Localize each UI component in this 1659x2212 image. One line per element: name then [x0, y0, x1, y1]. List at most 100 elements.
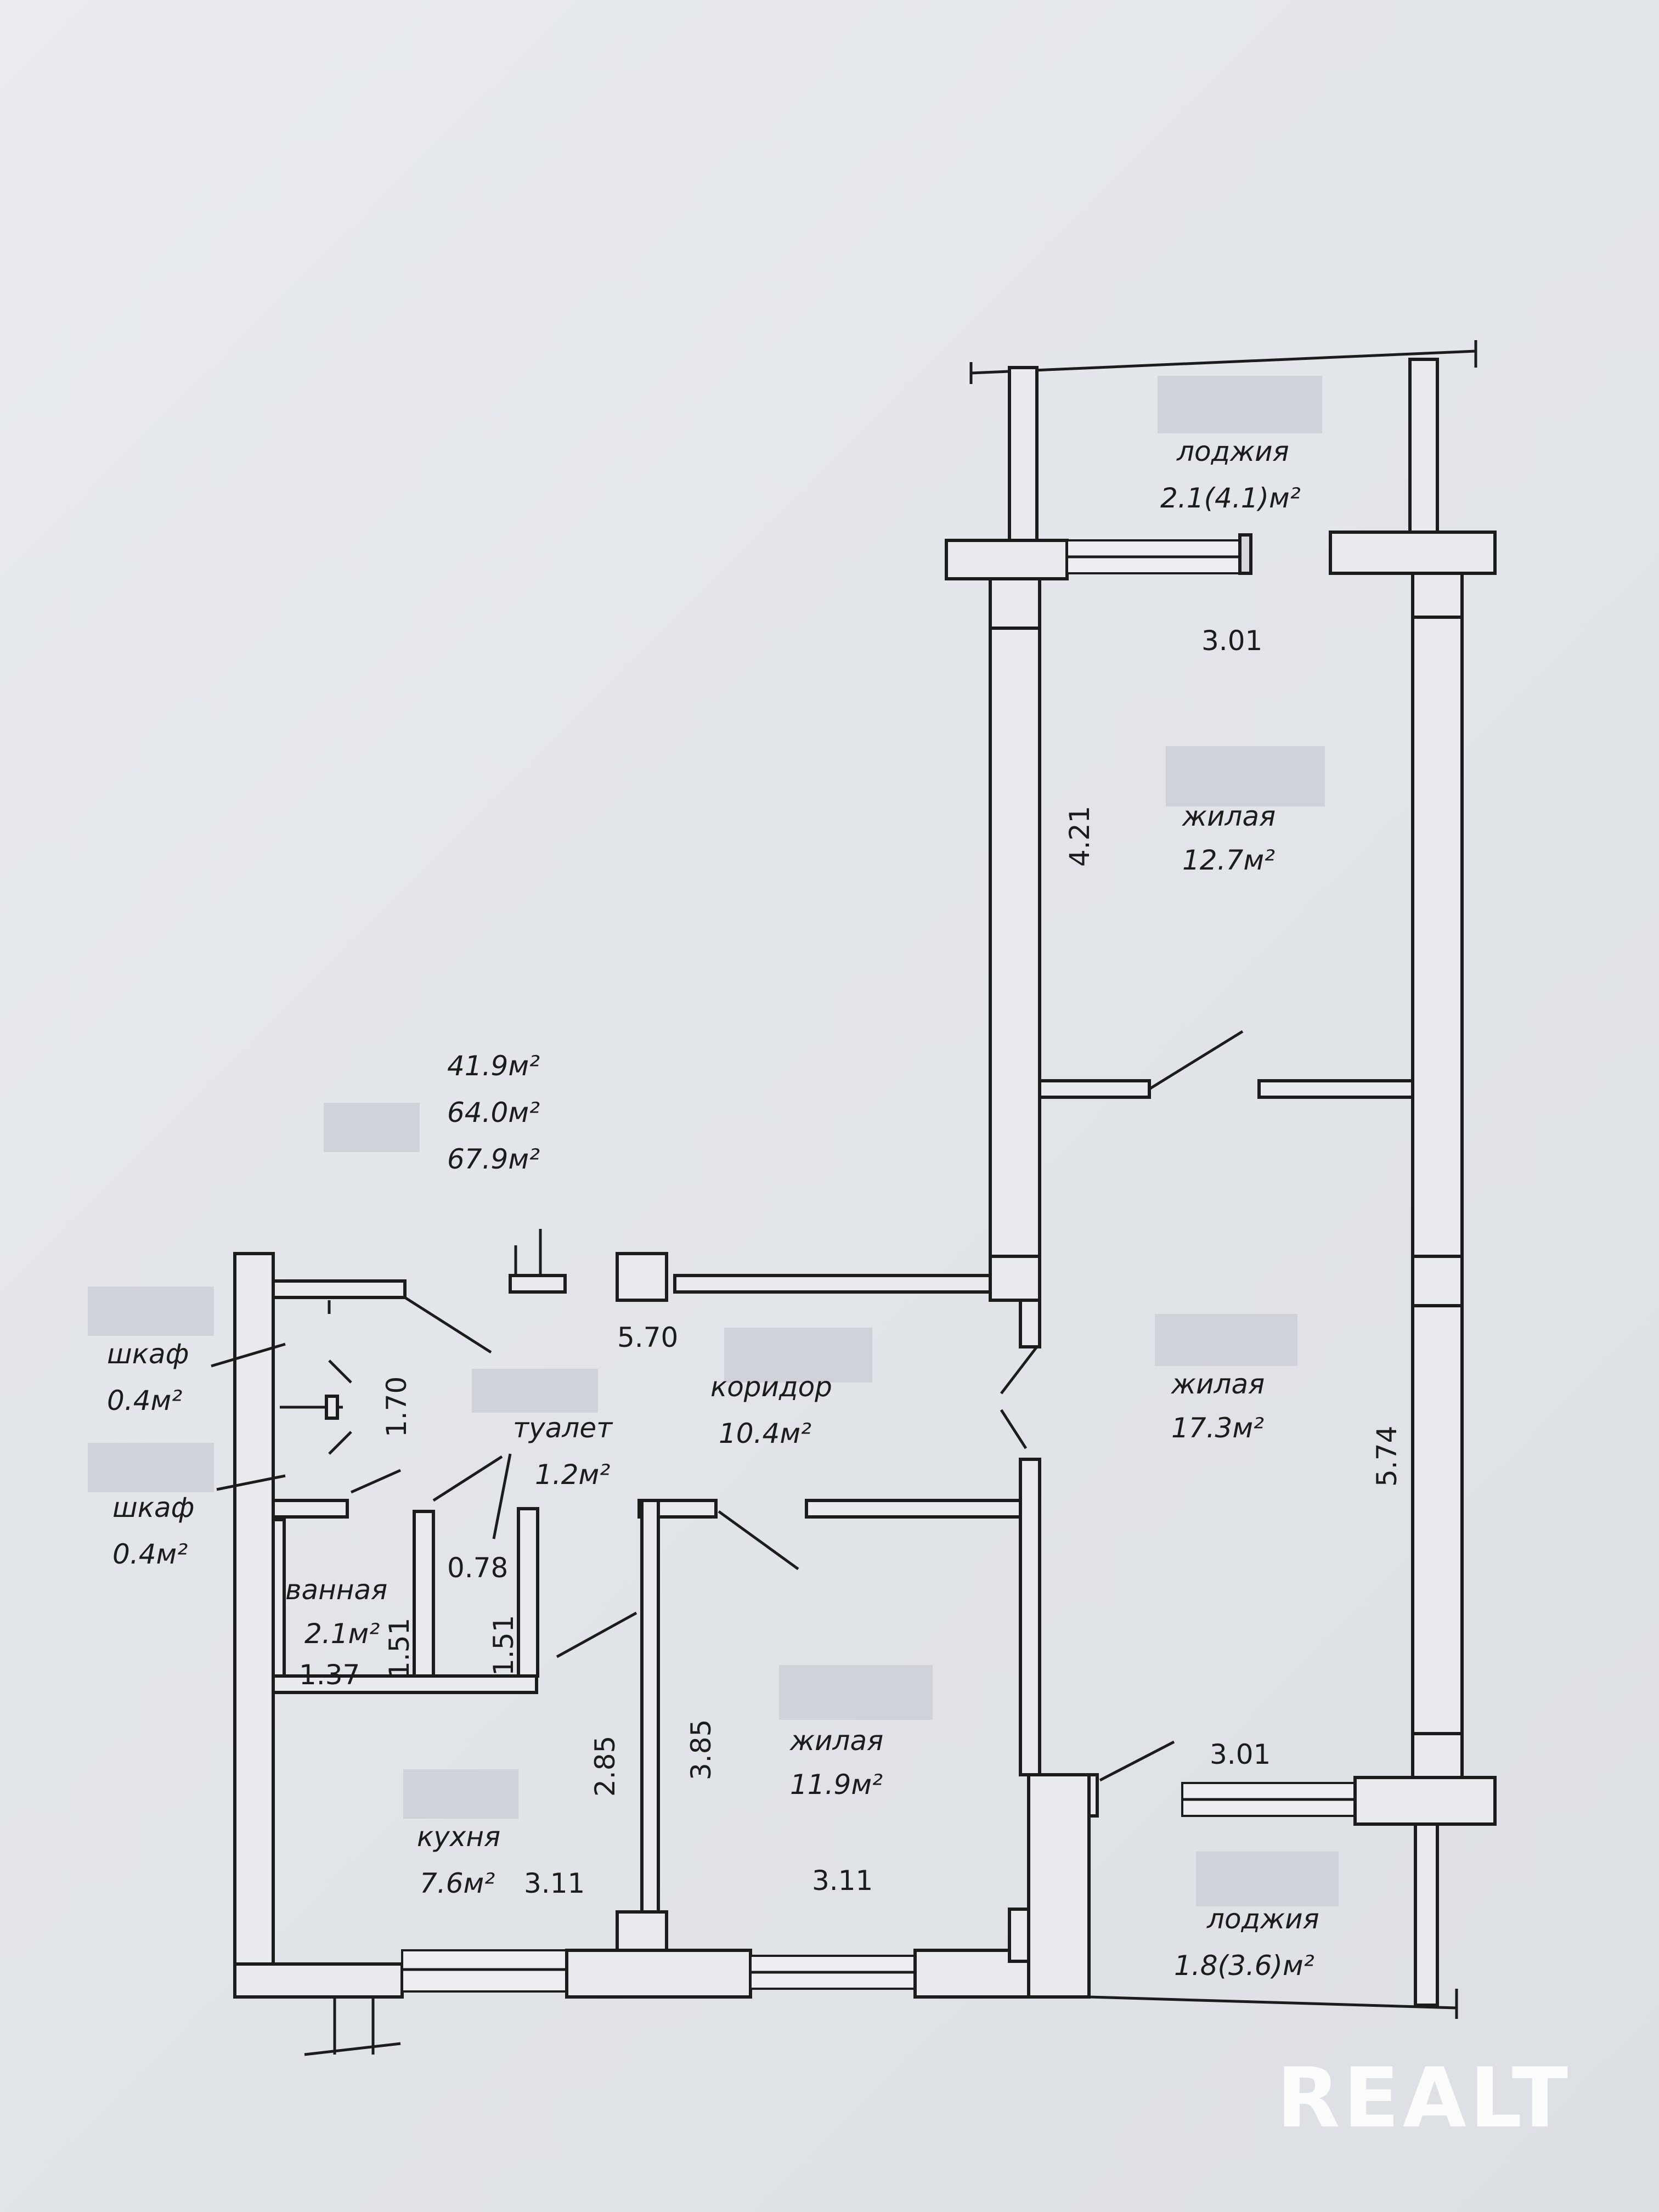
wall-block [1353, 1776, 1497, 1826]
door-swing [1148, 1030, 1244, 1091]
wall-block [1019, 1299, 1041, 1348]
living-mid-label: жилая [1171, 1368, 1265, 1400]
closet-1-label: шкаф [107, 1338, 189, 1370]
toilet-area: 1.2м² [535, 1459, 610, 1491]
door-swing [404, 1296, 492, 1354]
dim-kitchen-height: 2.85 [589, 1736, 621, 1797]
loggia-bottom-post [1414, 1822, 1439, 2007]
closet-2-area: 0.4м² [112, 1538, 188, 1570]
dim-living-top-depth: 4.21 [1064, 806, 1096, 867]
dim-closet-height: 1.70 [381, 1376, 413, 1437]
loggia-bottom-rail [1088, 1995, 1457, 2010]
closet-door [328, 1359, 352, 1384]
door-swing [432, 1455, 503, 1502]
kitchen-area: 7.6м² [420, 1867, 495, 1899]
wall-right [1411, 572, 1464, 1823]
living-bot-label: жилая [789, 1725, 883, 1757]
wall-interior-seg [989, 1255, 1041, 1302]
dim-bath-width: 1.37 [299, 1659, 360, 1691]
dim-bath-height: 1.51 [383, 1618, 415, 1679]
closet-2-label: шкаф [112, 1492, 194, 1523]
closet-door [328, 1431, 352, 1455]
loggia-top-post-left [1008, 366, 1039, 545]
wall-bottom [565, 1949, 752, 1999]
leader-line [211, 1342, 286, 1368]
redaction-box [472, 1369, 598, 1413]
redaction-box [1158, 376, 1322, 433]
redaction-box [403, 1769, 518, 1819]
wall-block [509, 1274, 567, 1294]
redaction-box [1155, 1314, 1297, 1366]
partition [1257, 1079, 1414, 1099]
wall-block [945, 539, 1069, 580]
wall-right-seg [1411, 572, 1464, 619]
realt-watermark: REALT [1276, 2051, 1571, 2146]
total-area-1: 41.9м² [447, 1050, 540, 1082]
partition [1019, 1458, 1041, 1776]
partition [517, 1507, 539, 1678]
door-swing [1000, 1409, 1028, 1449]
total-area-3: 67.9м² [447, 1143, 540, 1175]
loggia-top-post-right [1408, 358, 1439, 545]
closet-door [350, 1469, 402, 1494]
wall-left [233, 1252, 275, 1999]
column [616, 1252, 668, 1302]
redaction-box [88, 1443, 214, 1492]
corridor-area: 10.4м² [719, 1418, 811, 1449]
door-swing [556, 1611, 637, 1658]
wall-right-seg [1411, 1255, 1464, 1307]
living-mid-area: 17.3м² [1171, 1412, 1264, 1444]
partition [640, 1499, 660, 1952]
redaction-box [724, 1328, 872, 1383]
wall-right-seg [1411, 1732, 1464, 1779]
living-bot-area: 11.9м² [790, 1769, 883, 1801]
dim-corridor-width: 5.70 [617, 1322, 678, 1353]
wall-bottom-right [1027, 1773, 1091, 1999]
door-swing [1099, 1740, 1175, 1782]
partition [272, 1279, 407, 1299]
dim-loggia-top-width: 3.01 [1201, 625, 1262, 657]
total-area-2: 64.0м² [447, 1097, 540, 1128]
column [616, 1910, 668, 1952]
loggia-bot-area: 1.8(3.6)м² [1174, 1950, 1314, 1982]
dim-living-bot-height: 3.85 [685, 1719, 717, 1780]
redaction-box [324, 1103, 420, 1152]
dim-living-mid-depth: 5.74 [1371, 1426, 1403, 1487]
loggia-bot-label: лоджия [1206, 1903, 1319, 1935]
partition [805, 1499, 1025, 1519]
wall-corridor-top [673, 1274, 992, 1294]
wall-interior-seg [989, 577, 1041, 630]
dim-toilet-width: 0.78 [447, 1552, 508, 1584]
door-swing [718, 1510, 799, 1571]
kitchen-label: кухня [417, 1821, 500, 1853]
bath-label: ванная [285, 1574, 387, 1606]
closet-1-area: 0.4м² [107, 1385, 182, 1417]
living-top-area: 12.7м² [1182, 844, 1275, 876]
partition [413, 1510, 435, 1678]
redaction-box [88, 1286, 214, 1336]
wall-block [1238, 533, 1252, 575]
wall-stub [304, 2042, 401, 2056]
wall-bottom-left [233, 1962, 404, 1999]
redaction-box [779, 1665, 933, 1720]
wall-block [1329, 531, 1497, 575]
toilet-label: туалет [513, 1412, 613, 1444]
dim-living-bot-width: 3.11 [812, 1865, 873, 1897]
leader-line [492, 1453, 512, 1539]
loggia-top-area: 2.1(4.1)м² [1160, 482, 1301, 514]
wall-interior [989, 577, 1041, 1302]
partition [272, 1518, 286, 1678]
loggia-top-label: лоджия [1176, 436, 1289, 467]
door-swing [1000, 1346, 1038, 1395]
bath-area: 2.1м² [304, 1618, 380, 1650]
dim-kitchen-width: 3.11 [524, 1867, 585, 1899]
partition [1038, 1079, 1151, 1099]
partition [272, 1674, 538, 1694]
dim-toilet-height: 1.51 [488, 1615, 520, 1676]
partition [272, 1499, 349, 1519]
corridor-label: коридор [710, 1371, 832, 1403]
loggia-top-rail [970, 349, 1476, 375]
redaction-box [1196, 1852, 1339, 1906]
dim-loggia-bot-width: 3.01 [1210, 1739, 1271, 1770]
